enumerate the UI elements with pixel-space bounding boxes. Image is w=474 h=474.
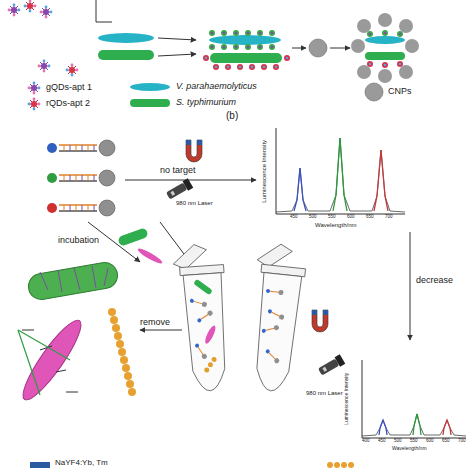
tick-label: 400 <box>362 439 370 444</box>
tick-label: 650 <box>442 439 450 444</box>
axis-title: Wavelength/nm <box>392 446 427 452</box>
legend-text: gQDs-apt 1 <box>46 83 92 93</box>
condition-label: no target <box>160 166 196 176</box>
legend-text: V. parahaemolyticus <box>176 82 257 92</box>
laser-label: 980 nm Laser <box>306 390 343 397</box>
axis-title: Wavelength/nm <box>315 222 356 229</box>
step-label: incubation <box>58 236 99 246</box>
tick-label: 550 <box>410 439 418 444</box>
legend-text: CNPs <box>388 87 412 97</box>
tick-label: 500 <box>309 215 317 220</box>
panel-b-art <box>15 128 466 468</box>
panel-a-art <box>8 0 419 83</box>
panel-letter: (b) <box>226 110 238 121</box>
tick-label: 700 <box>458 439 466 444</box>
step-label: remove <box>140 318 170 328</box>
legend-text: rQDs-apt 2 <box>46 99 90 109</box>
tick-label: 700 <box>385 215 393 220</box>
change-label: decrease <box>416 276 453 286</box>
legend-text: S. typhimurium <box>176 98 236 108</box>
tick-label: 450 <box>378 439 386 444</box>
tick-label: 650 <box>366 215 374 220</box>
tick-label: 500 <box>394 439 402 444</box>
tick-label: 600 <box>347 215 355 220</box>
axis-title: Luminescence Intensity <box>261 140 268 203</box>
tick-label: 450 <box>290 215 298 220</box>
legend-text: NaYF4:Yb, Tm <box>55 459 108 468</box>
legend-samples <box>28 82 383 111</box>
tick-label: 550 <box>328 215 336 220</box>
tick-label: 600 <box>426 439 434 444</box>
axis-title: Luminescence Intensity <box>344 373 350 425</box>
laser-label: 980 nm Laser <box>176 200 213 207</box>
